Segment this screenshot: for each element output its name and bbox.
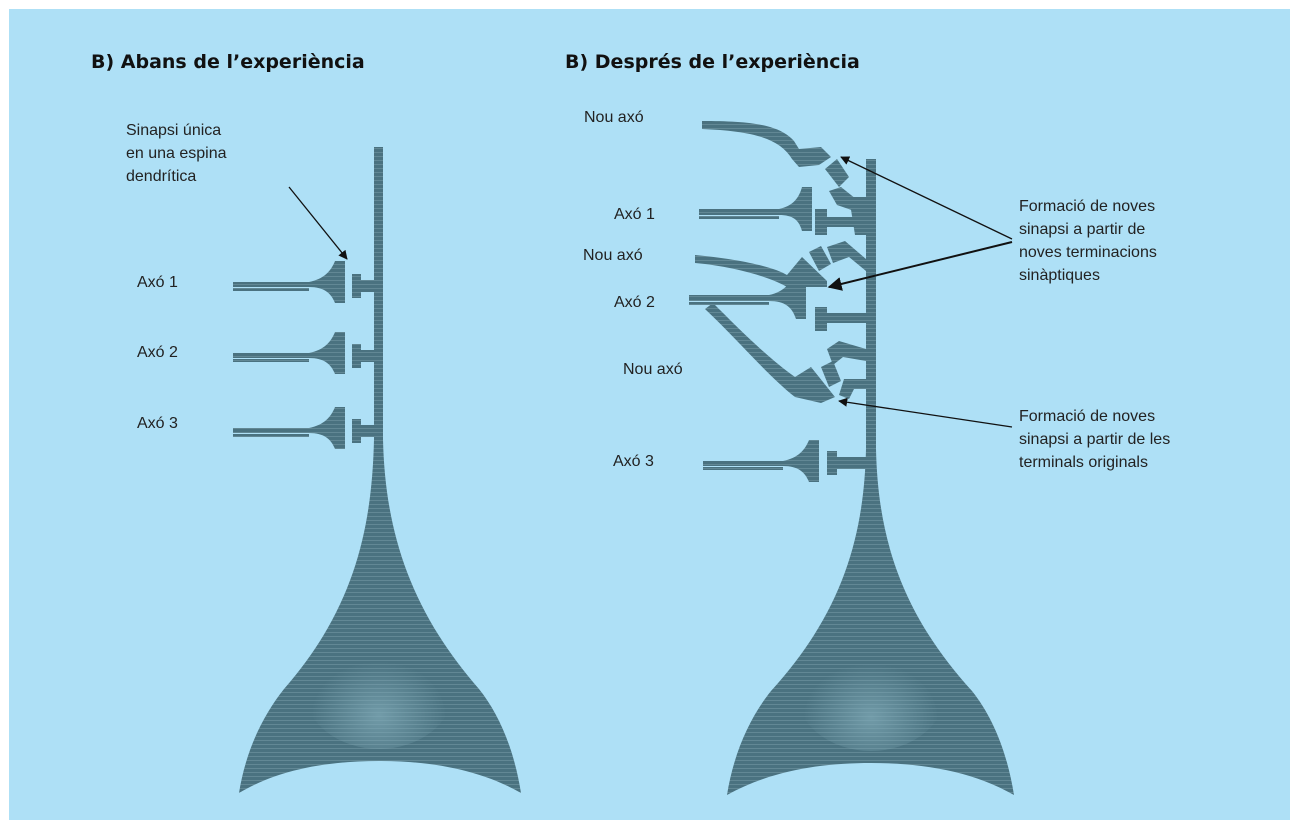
- left-axon-1: [233, 261, 374, 303]
- annotation-original-terminals: Formació de noves sinapsi a partir de le…: [1019, 405, 1170, 474]
- left-soma-highlight: [304, 629, 454, 749]
- left-spine-arrow: [289, 187, 347, 259]
- new-axon-label-top: Nou axó: [584, 107, 644, 129]
- right-axon-2-label: Axó 2: [614, 292, 655, 314]
- new-axon-label-middle: Nou axó: [583, 245, 643, 267]
- right-axon-1: [699, 187, 812, 231]
- new-axon-middle: [695, 255, 827, 287]
- new-axon-top: [702, 121, 831, 167]
- right-soma-highlight: [796, 631, 946, 751]
- arrow-to-middle-new-terminal: [829, 242, 1012, 287]
- right-axon-1-label: Axó 1: [614, 204, 655, 226]
- figure-canvas: B) Abans de l’experiència B) Després de …: [9, 9, 1290, 820]
- left-neuron: [233, 147, 521, 793]
- left-axon-2-label: Axó 2: [137, 342, 178, 364]
- arrow-to-original-terminal: [839, 401, 1012, 427]
- right-neuron: [689, 121, 1014, 795]
- annotation-new-terminals: Formació de noves sinapsi a partir de no…: [1019, 195, 1157, 287]
- right-axon-3-label: Axó 3: [613, 451, 654, 473]
- left-panel-title: B) Abans de l’experiència: [91, 51, 365, 73]
- new-axon-label-lower: Nou axó: [623, 359, 683, 381]
- spine-synapse-label: Sinapsi única en una espina dendrítica: [126, 119, 227, 188]
- right-axon-3: [703, 440, 866, 482]
- right-panel-title: B) Després de l’experiència: [565, 51, 860, 73]
- left-axon-3: [233, 407, 374, 449]
- left-axon-2: [233, 332, 374, 374]
- left-axon-1-label: Axó 1: [137, 272, 178, 294]
- left-axon-3-label: Axó 3: [137, 413, 178, 435]
